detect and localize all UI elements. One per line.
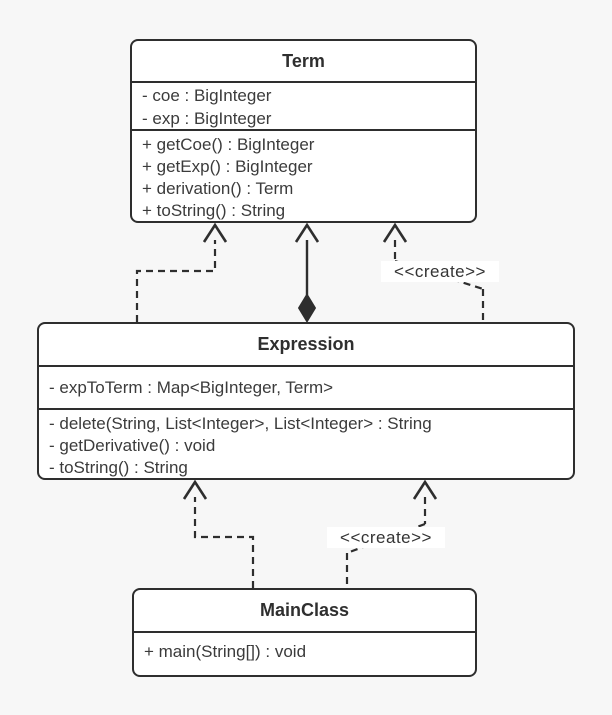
term-fields-compartment: - coe : BigInteger - exp : BigInteger <box>132 83 475 131</box>
composition-arrow-expression-to-term <box>294 222 320 323</box>
dependency-arrow-mainclass-to-expression <box>182 479 255 588</box>
create-stereotype-label-top: <<create>> <box>381 261 499 282</box>
method-line: - toString() : String <box>49 458 188 477</box>
method-line: + getExp() : BigInteger <box>142 157 313 176</box>
dependency-arrow-expression-to-term <box>135 222 228 322</box>
create-stereotype-label-bottom: <<create>> <box>327 527 445 548</box>
composition-diamond-icon <box>297 293 317 323</box>
method-line: + main(String[]) : void <box>144 642 307 661</box>
term-methods-compartment: + getCoe() : BigInteger + getExp() : Big… <box>132 131 475 223</box>
class-box-expression: Expression - expToTerm : Map<BigInteger,… <box>37 322 575 480</box>
class-box-term: Term - coe : BigInteger - exp : BigInteg… <box>130 39 477 223</box>
field-line: - coe : BigInteger <box>142 86 272 105</box>
open-arrowhead-icon <box>202 222 228 243</box>
expression-fields-compartment: - expToTerm : Map<BigInteger, Term> <box>39 367 573 410</box>
field-line: - exp : BigInteger <box>142 109 272 128</box>
class-title-expression: Expression <box>39 324 573 367</box>
class-box-mainclass: MainClass + main(String[]) : void <box>132 588 477 677</box>
open-arrowhead-icon <box>182 479 208 500</box>
class-title-mainclass: MainClass <box>134 590 475 633</box>
method-line: - getDerivative() : void <box>49 436 216 455</box>
method-line: + getCoe() : BigInteger <box>142 135 315 154</box>
field-line: - expToTerm : Map<BigInteger, Term> <box>49 378 334 397</box>
method-line: + toString() : String <box>142 201 286 220</box>
mainclass-methods-compartment: + main(String[]) : void <box>134 633 475 675</box>
open-arrowhead-icon <box>412 479 438 500</box>
method-line: - delete(String, List<Integer>, List<Int… <box>49 414 432 433</box>
open-arrowhead-icon <box>382 222 408 243</box>
class-title-term: Term <box>132 41 475 83</box>
open-arrowhead-icon <box>294 222 320 243</box>
method-line: + derivation() : Term <box>142 179 294 198</box>
expression-methods-compartment: - delete(String, List<Integer>, List<Int… <box>39 410 573 478</box>
